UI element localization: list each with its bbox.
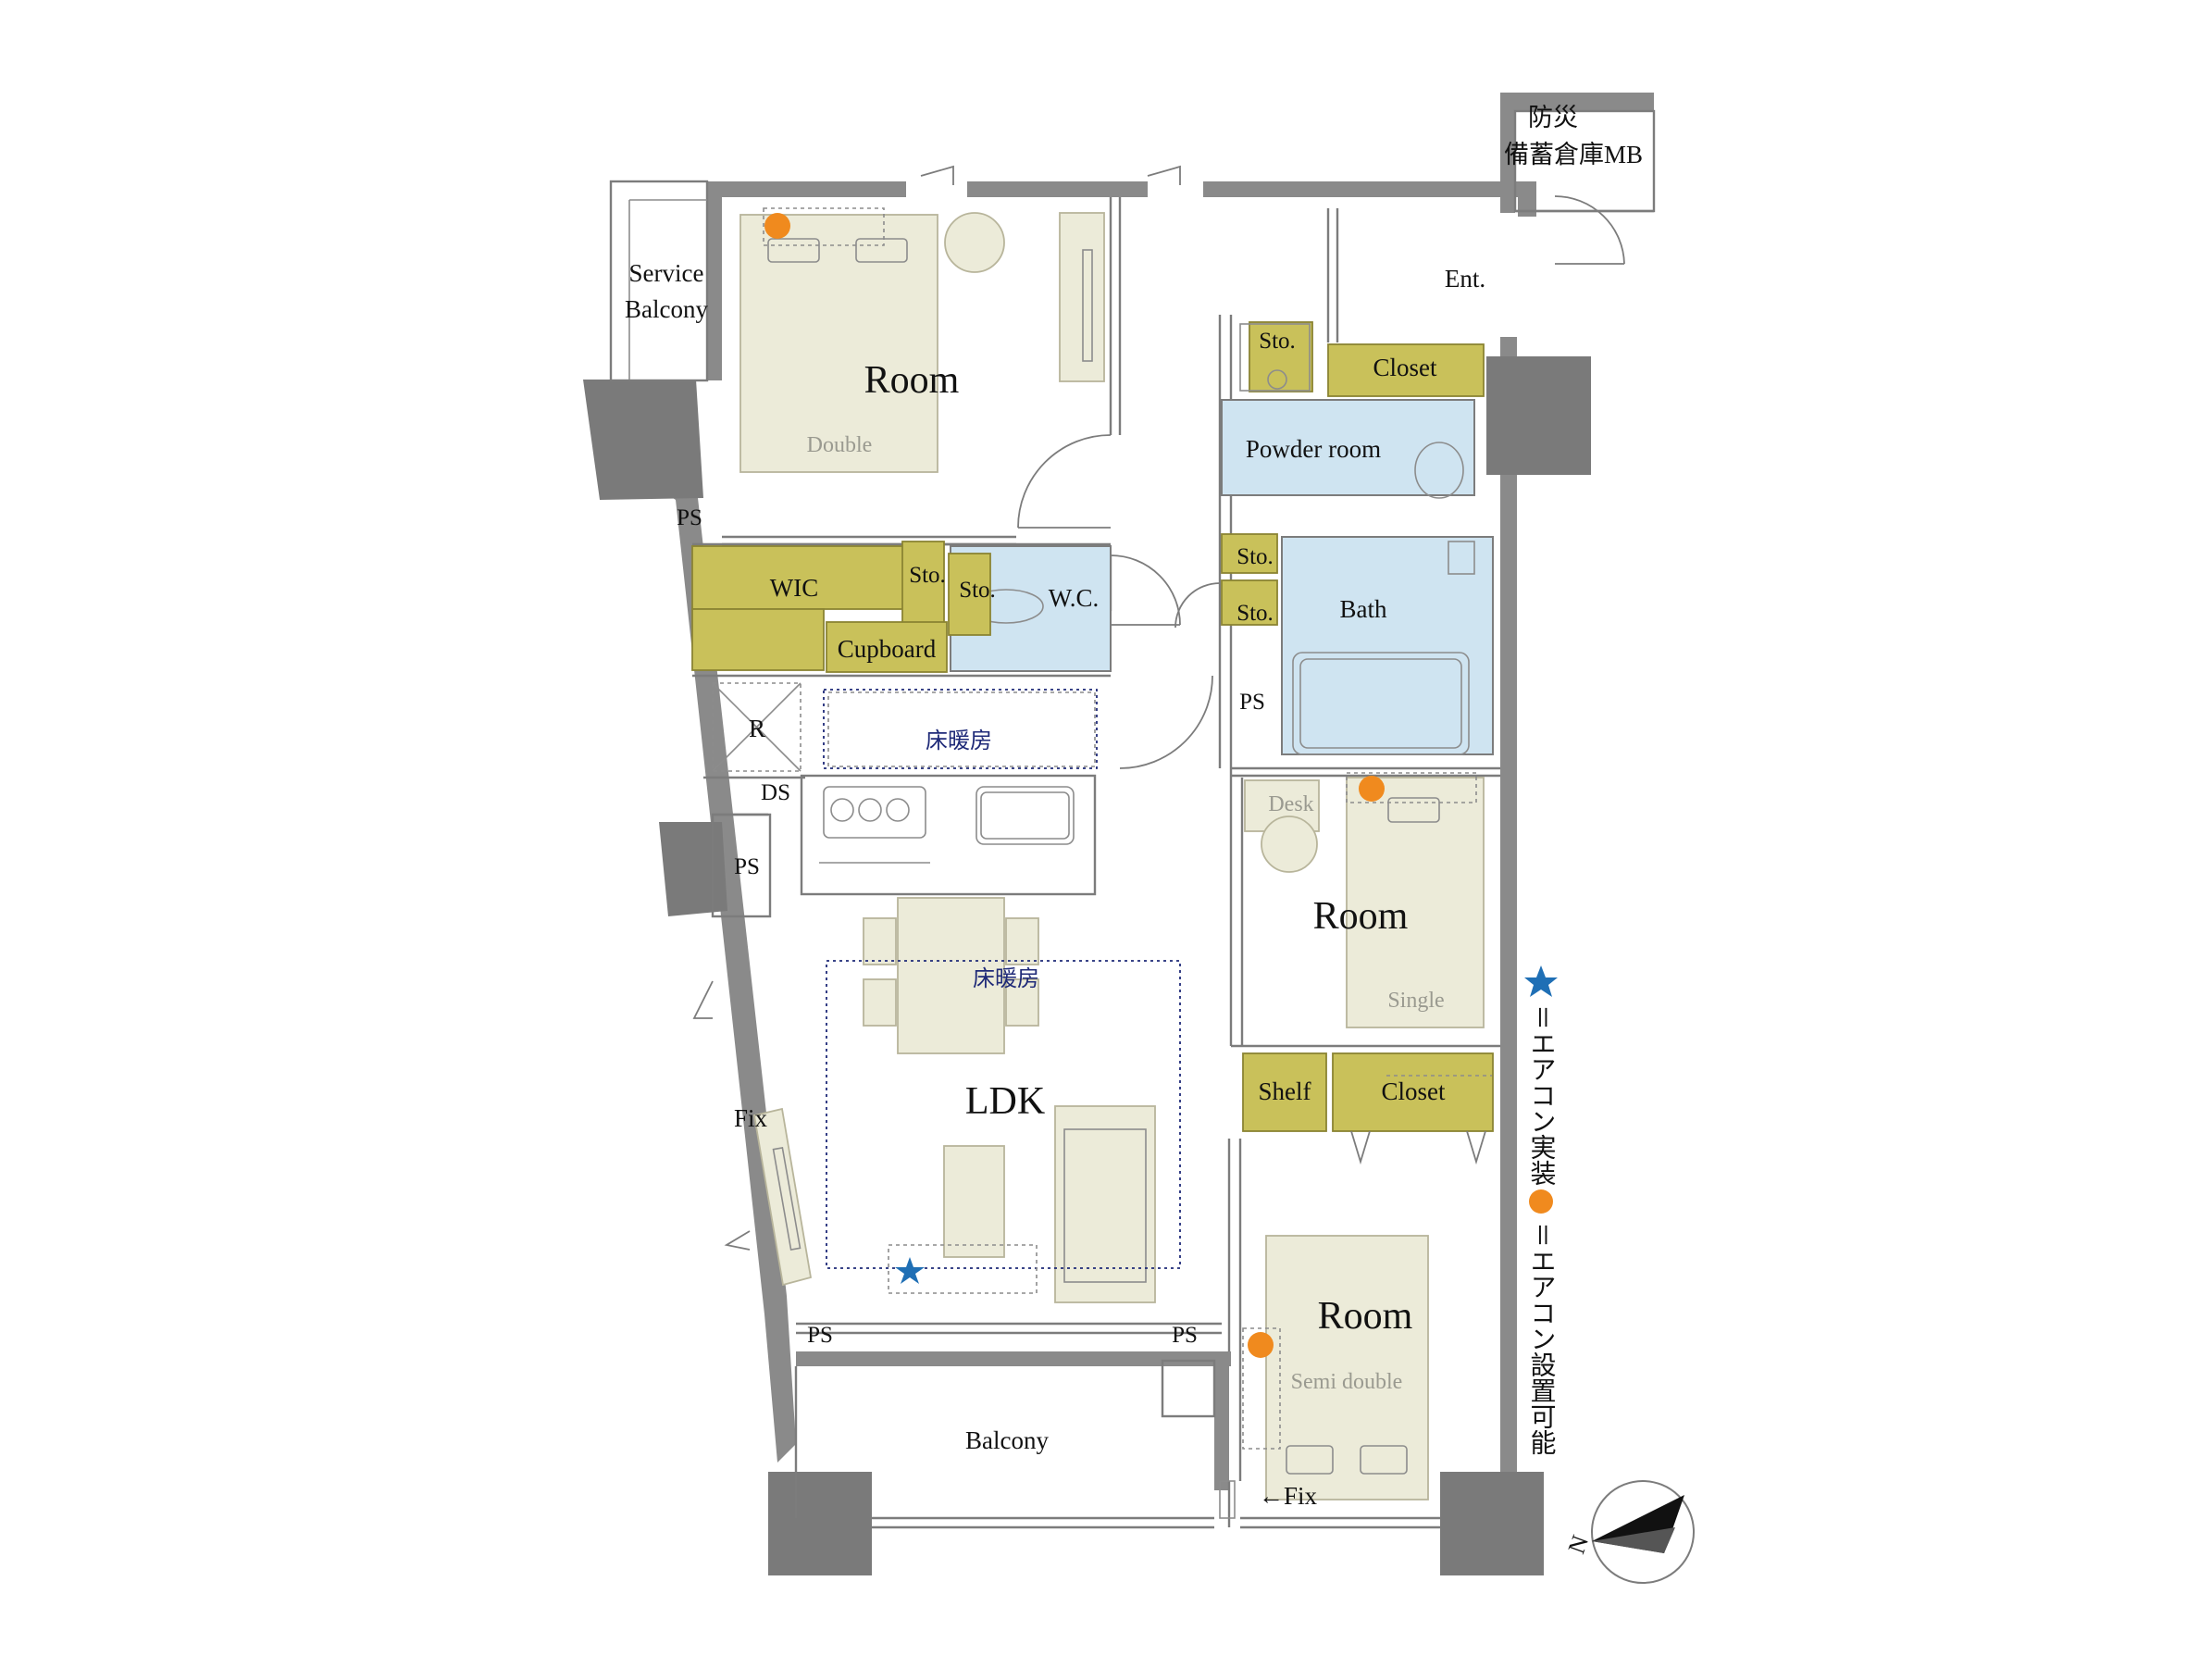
- legend-star-text: ＝エアコン実装: [1527, 1004, 1556, 1186]
- ps-label-1: PS: [677, 505, 702, 530]
- storage-box: [1513, 109, 1656, 213]
- bed-label-single: Single: [1387, 989, 1444, 1013]
- closet-top-label: Closet: [1373, 354, 1437, 381]
- wc-label: W.C.: [1049, 584, 1100, 612]
- room-label-single: Room: [1313, 895, 1409, 938]
- sto-wic-label: Sto.: [909, 563, 946, 588]
- storage-label-1: 防災: [1528, 104, 1578, 131]
- bath-label: Bath: [1340, 595, 1387, 623]
- fix-label-1: Fix: [734, 1104, 768, 1132]
- aircon-markers: [764, 213, 1385, 1358]
- sto-powder-label: Sto.: [1259, 329, 1296, 354]
- service-balcony-label-2: Balcony: [625, 295, 708, 323]
- ent-label: Ent.: [1445, 265, 1485, 293]
- aircon-dot-icon: [764, 213, 790, 239]
- north-arrow-icon: N: [1563, 1480, 1695, 1584]
- refrigerator-label: R: [749, 715, 765, 742]
- service-balcony-area: [609, 180, 709, 382]
- aircon-dot-icon: [1359, 776, 1385, 802]
- balcony-label: Balcony: [965, 1426, 1049, 1454]
- north-label: N: [1563, 1532, 1595, 1558]
- powder-room-label: Powder room: [1246, 435, 1381, 463]
- aircon-dot-icon: [1529, 1189, 1553, 1214]
- ps-label-2: PS: [1239, 690, 1265, 715]
- room-labels: Room Double Room Single Room Semi double…: [625, 104, 1643, 1510]
- storage-label-2: 備蓄倉庫MB: [1504, 141, 1643, 168]
- fixtures: [1239, 323, 1475, 575]
- doors: [692, 165, 1625, 1519]
- kitchen-counter: [800, 774, 1097, 896]
- bed-label-double: Double: [807, 433, 873, 457]
- fix-label-2: ←Fix: [1259, 1482, 1318, 1510]
- wet-areas: [950, 399, 1494, 755]
- floor-heating-zones: [763, 207, 1492, 1450]
- wic-label: WIC: [770, 574, 818, 602]
- cupboard-label: Cupboard: [838, 635, 937, 663]
- ldk-label: LDK: [965, 1080, 1045, 1123]
- star-icon: [895, 1257, 925, 1284]
- service-balcony-label-1: Service: [629, 259, 704, 287]
- aircon-dot-icon: [1248, 1332, 1274, 1358]
- interior-walls: [692, 197, 1500, 1529]
- furniture: [739, 212, 1485, 1500]
- storage-areas: [691, 321, 1494, 1132]
- floor-heating-label-2: 床暖房: [973, 966, 1039, 991]
- ps-label-4: PS: [807, 1323, 833, 1348]
- room-label-semi: Room: [1318, 1295, 1413, 1338]
- star-icon: [1524, 965, 1558, 997]
- sto-bath-1-label: Sto.: [1236, 544, 1274, 569]
- refrigerator: [712, 682, 1096, 772]
- ps-label-5: PS: [1172, 1323, 1198, 1348]
- sto-bath-2-label: Sto.: [1236, 601, 1274, 626]
- ps-label-3: PS: [734, 854, 760, 879]
- desk-label: Desk: [1268, 792, 1313, 816]
- sto-wc-label: Sto.: [959, 578, 996, 603]
- shelf-label: Shelf: [1259, 1077, 1311, 1105]
- ds-label: DS: [761, 780, 790, 805]
- legend-dot-text: ＝エアコン設置可能: [1527, 1222, 1556, 1455]
- legend: ＝エアコン実装 ＝エアコン設置可能: [1524, 965, 1558, 1455]
- floor-heating-label-1: 床暖房: [926, 728, 992, 753]
- structural-pillars: [583, 356, 1591, 1575]
- bed-label-semi: Semi double: [1291, 1370, 1403, 1394]
- room-label-double: Room: [864, 359, 960, 402]
- closet-mid-label: Closet: [1381, 1077, 1446, 1105]
- exterior-walls: [648, 93, 1654, 1503]
